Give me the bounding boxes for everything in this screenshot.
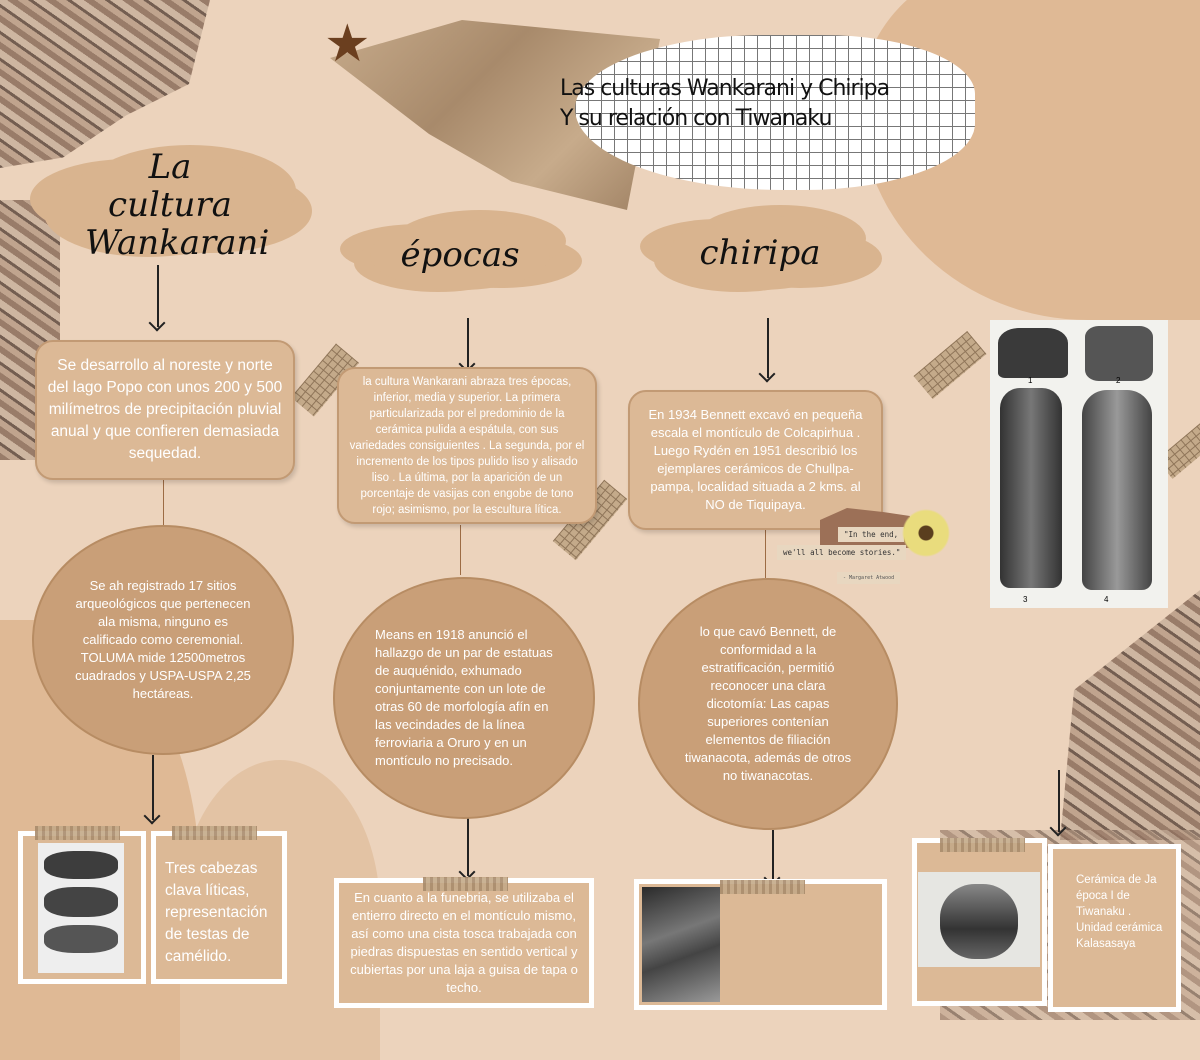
epocas-description-box: la cultura Wankarani abraza tres épocas,…	[337, 367, 597, 524]
arrow-icon	[772, 830, 774, 882]
wankarani-caption: Tres cabezas clava líticas, representaci…	[165, 860, 268, 965]
arrow-icon	[767, 318, 769, 378]
stone-heads-photo	[38, 843, 124, 973]
plate-label: 3	[1023, 595, 1028, 604]
collage-bottom-right	[1060, 590, 1200, 840]
plate-label: 2	[1116, 376, 1121, 385]
tiwanaku-caption-card	[1052, 848, 1177, 1008]
arrow-icon	[1058, 770, 1060, 832]
chiripa-bennett-oval: lo que cavó Bennett, de conformidad a la…	[638, 578, 898, 830]
arrow-icon	[467, 318, 469, 368]
heading-epocas: épocas	[370, 220, 550, 290]
chiripa-description-box: En 1934 Bennett excavó en pequeña escala…	[628, 390, 883, 530]
excavation-photo	[642, 887, 720, 1002]
tape	[172, 826, 257, 840]
tape	[423, 877, 508, 891]
star-icon: ★	[324, 15, 371, 73]
wankarani-sites-oval: Se ah registrado 17 sitios arqueológicos…	[32, 525, 294, 755]
title-line-2: Y su relación con Tiwanaku	[560, 106, 832, 131]
heading-chiripa: chiripa	[670, 215, 850, 290]
tape	[35, 826, 120, 840]
connector-line	[765, 530, 766, 578]
connector-line	[163, 480, 164, 525]
arrow-icon	[152, 755, 154, 820]
plate-label: 4	[1104, 595, 1109, 604]
quote-line-2: we'll all become stories."	[777, 545, 907, 560]
ceramics-plate-photo: 1 2 3 4	[990, 320, 1168, 608]
flower-icon	[902, 508, 950, 558]
wankarani-caption-card	[155, 835, 283, 980]
wankarani-description-box: Se desarrollo al noreste y norte del lag…	[35, 340, 295, 480]
epocas-funebria-text: En cuanto a la funebria, se utilizaba el…	[350, 890, 578, 995]
page-title: Las culturas Wankarani y Chiripa Y su re…	[560, 74, 890, 134]
epocas-means-oval: Means en 1918 anunció el hallazgo de un …	[333, 577, 595, 819]
decor-tape	[913, 331, 987, 399]
tape	[720, 880, 805, 894]
grid-paper	[575, 35, 975, 190]
quote-line-1: "In the end,	[838, 527, 905, 542]
plate-label: 1	[1028, 376, 1033, 385]
kalasasaya-vessel-photo	[918, 872, 1040, 967]
tape	[940, 838, 1025, 852]
arrow-icon	[467, 818, 469, 876]
epocas-funebria-card: En cuanto a la funebria, se utilizaba el…	[338, 882, 590, 1004]
quote-author: - Margaret Atwood	[837, 572, 901, 584]
tiwanaku-caption: Cerámica de Ja época I de Tiwanaku . Uni…	[1076, 874, 1163, 950]
connector-line	[460, 525, 461, 575]
title-line-1: Las culturas Wankarani y Chiripa	[560, 76, 890, 101]
heading-wankarani: La cultura Wankarani	[60, 148, 280, 262]
arrow-icon	[157, 265, 159, 327]
